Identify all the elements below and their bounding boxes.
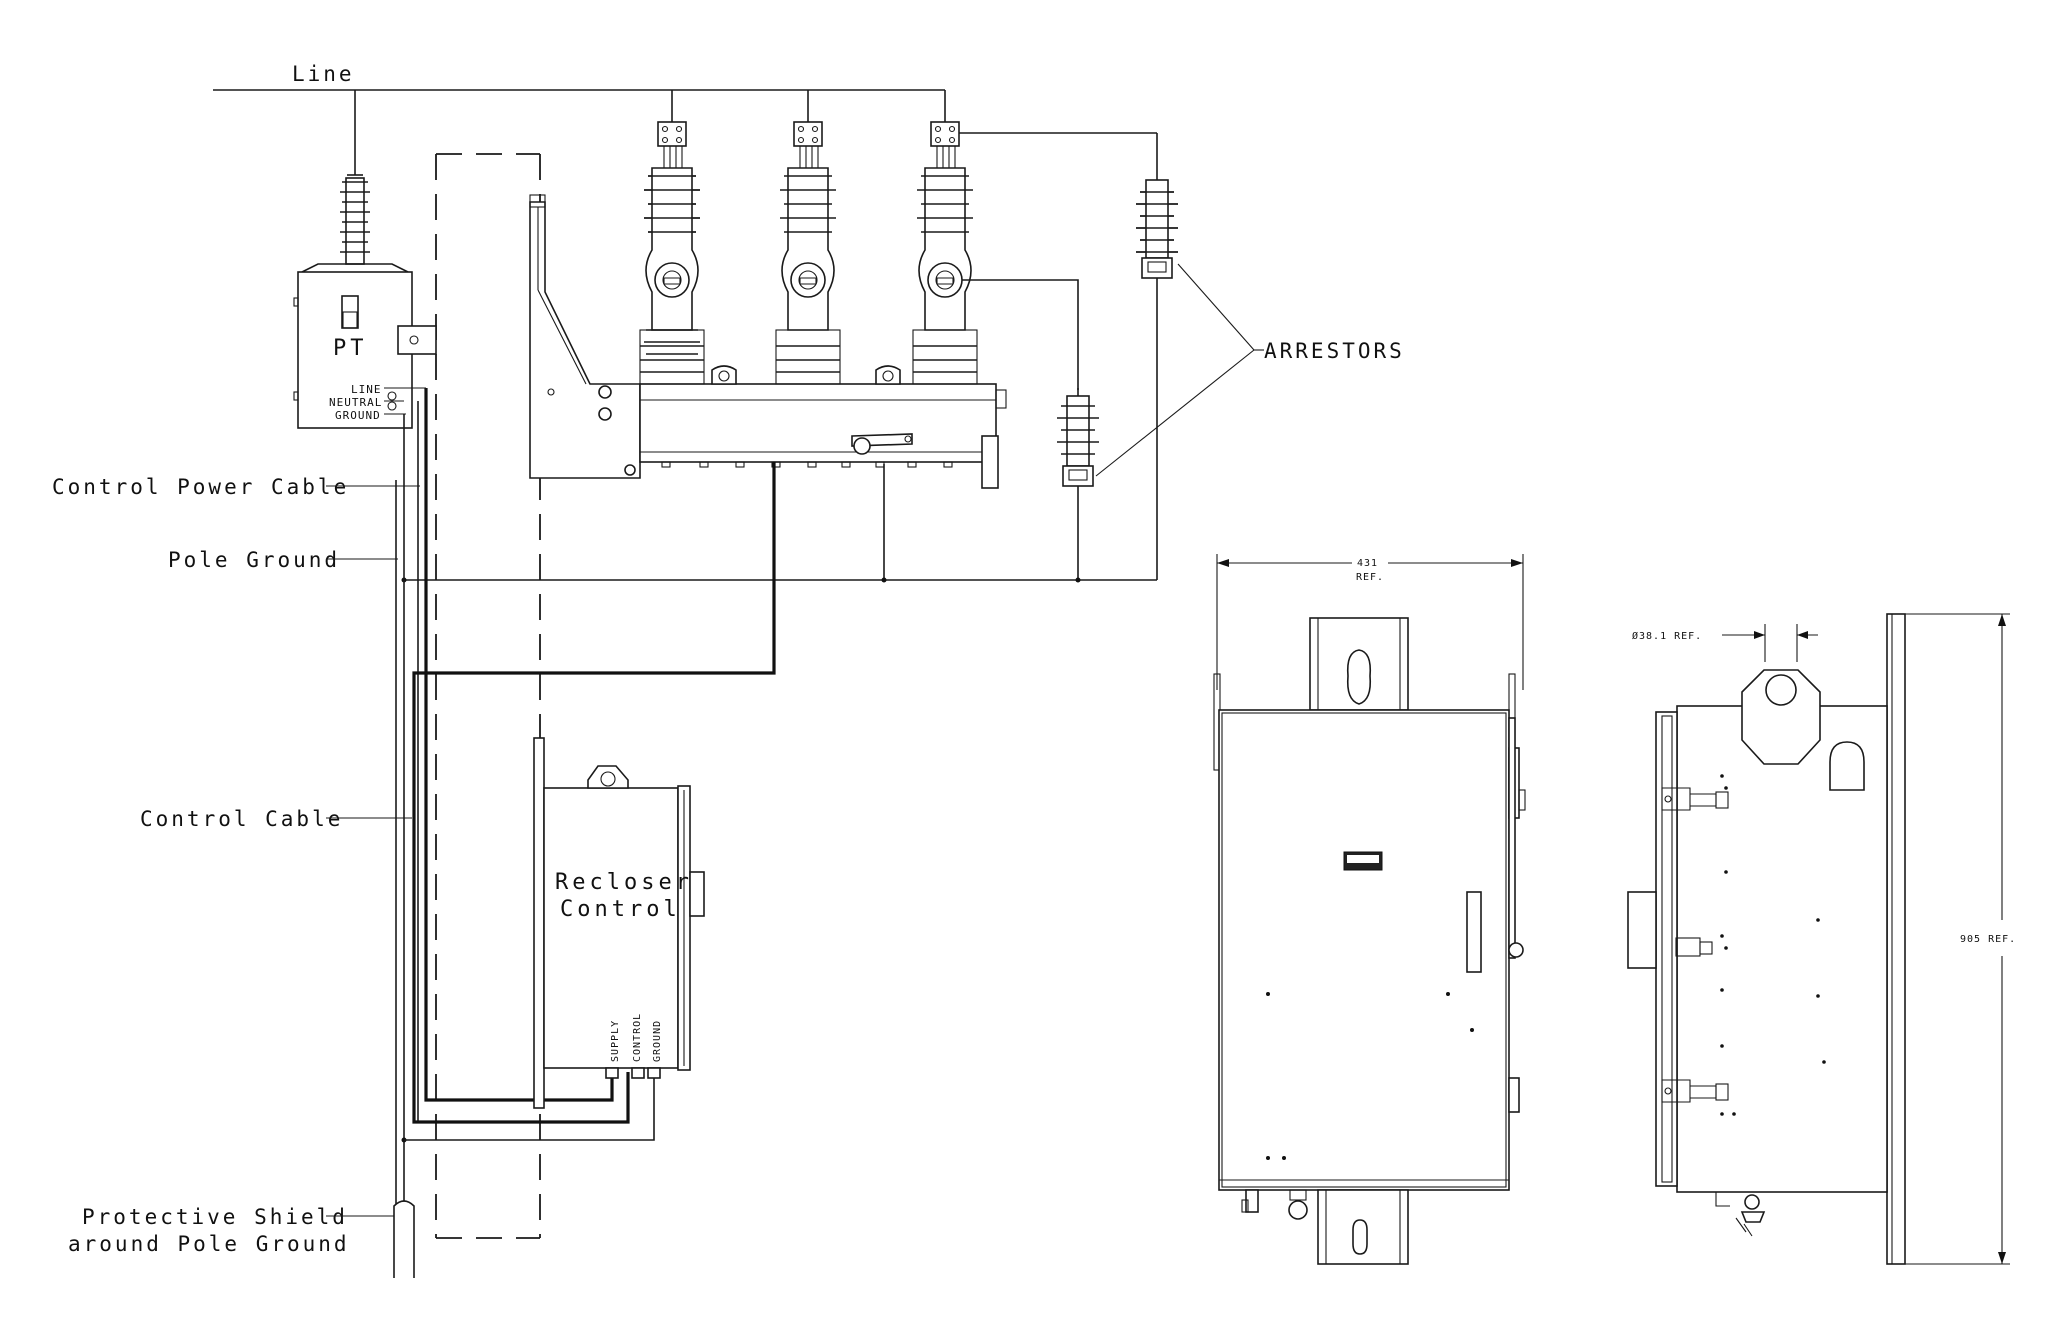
control-cable-label: Control Cable (140, 807, 343, 831)
pt-neutral-terminal-label: NEUTRAL (329, 396, 382, 409)
line-bus (213, 89, 946, 175)
cabinet-front-view (1213, 554, 1526, 1265)
recloser-control-cabinet (533, 737, 705, 1109)
control-ground-wire (404, 1072, 655, 1141)
height-dimension: 905 REF. (1960, 934, 2016, 945)
pt-label: PT (333, 336, 368, 361)
arrestor-upper (959, 132, 1178, 580)
recloser-frame (529, 194, 1007, 489)
arrestor-lower (962, 279, 1099, 580)
control-power-cable-label: Control Power Cable (52, 475, 349, 499)
protective-shield (393, 1200, 415, 1278)
pole-ground-conductor (395, 414, 407, 1278)
pole-ground-label: Pole Ground (168, 548, 340, 572)
protective-shield-label-line1: Protective Shield (82, 1205, 348, 1229)
arrestors-label: ARRESTORS (1264, 339, 1405, 363)
bushing-phase-c (912, 121, 978, 385)
terminal-control-label: CONTROL (632, 1013, 643, 1062)
cabinet-side-view (1627, 613, 2010, 1265)
pt-ground-terminal-label: GROUND (335, 409, 381, 422)
utility-pole (435, 153, 541, 1239)
pt-line-terminal-label: LINE (351, 383, 382, 396)
recloser-control-label-line1: Recloser (555, 870, 693, 895)
recloser-control-label-line2: Control (560, 897, 681, 922)
hole-diameter-dimension: Ø38.1 REF. (1632, 630, 1702, 642)
width-dimension-value: 431 (1357, 558, 1378, 569)
pt-mounting-bracket (397, 325, 437, 355)
width-dimension-ref: REF. (1356, 572, 1384, 583)
terminal-ground-label: GROUND (652, 1020, 663, 1062)
line-label: Line (292, 62, 355, 86)
arrestors-leader (1095, 263, 1264, 477)
ground-bus (401, 464, 1157, 583)
protective-shield-label-line2: around Pole Ground (68, 1232, 350, 1256)
pt-transformer (293, 174, 426, 429)
control-cable (412, 462, 776, 1124)
bushing-phase-b (775, 121, 841, 385)
bushing-phase-a (639, 121, 705, 385)
terminal-supply-label: SUPPLY (610, 1020, 621, 1062)
control-power-cable (417, 388, 614, 1122)
